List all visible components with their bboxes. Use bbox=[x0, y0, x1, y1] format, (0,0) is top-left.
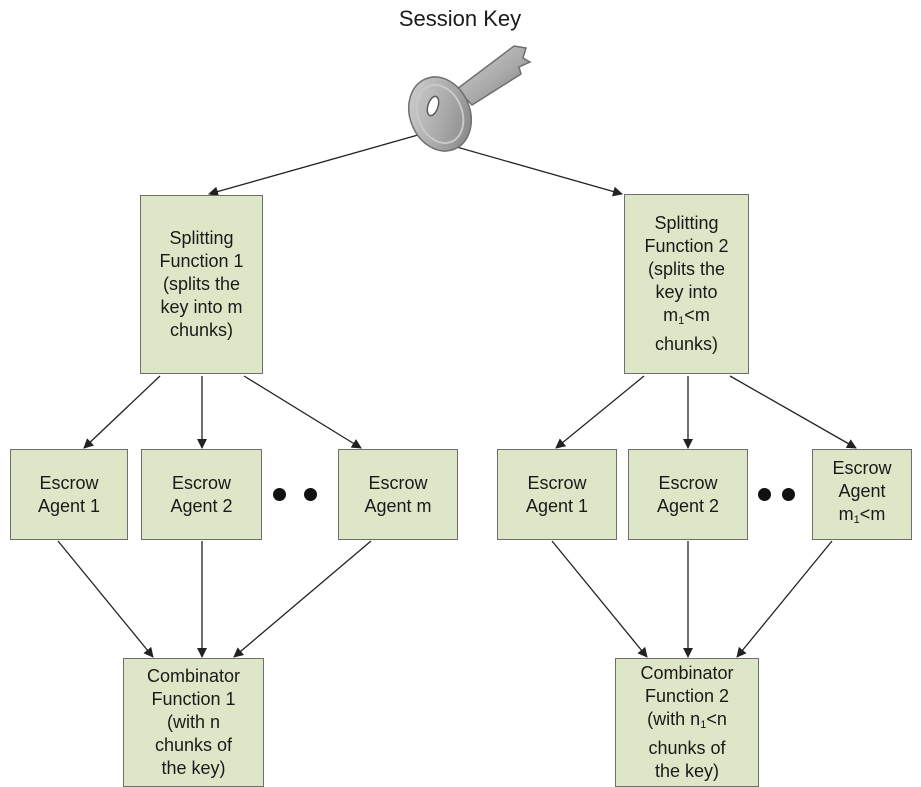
split1-to-agent1-arrow bbox=[83, 375, 161, 449]
ellipsis-dot bbox=[758, 488, 771, 501]
split1-to-agentm-arrow bbox=[243, 375, 362, 449]
ellipsis-dot bbox=[273, 488, 286, 501]
key-to-splitting-2-arrow bbox=[431, 139, 623, 197]
ellipsis-dot bbox=[782, 488, 795, 501]
agent1-to-combinator1-arrow bbox=[57, 540, 154, 658]
split2-to-agent1-arrow bbox=[555, 375, 645, 449]
combinator-function-1: Combinator Function 1 (with n chunks of … bbox=[123, 658, 264, 787]
escrow-agent-2-branch-1: Escrow Agent 2 bbox=[141, 449, 262, 540]
diagram-title: Session Key bbox=[398, 6, 522, 31]
agentm-to-combinator1-arrow bbox=[233, 540, 372, 658]
escrow-agent-2-branch-2: Escrow Agent 2 bbox=[628, 449, 748, 540]
escrow-agent-1-branch-2: Escrow Agent 1 bbox=[497, 449, 617, 540]
escrow-agent-m1-branch-2: Escrow Agent m1<m bbox=[812, 449, 912, 540]
key-icon bbox=[402, 34, 544, 156]
split2-to-agentm1-arrow bbox=[729, 375, 857, 449]
escrow-agent-1-branch-1: Escrow Agent 1 bbox=[10, 449, 128, 540]
subscript-label: m1<m bbox=[663, 305, 710, 327]
subscript-label: m1<m bbox=[838, 504, 886, 526]
key-to-splitting-1-arrow bbox=[208, 134, 419, 197]
ellipsis-dot bbox=[304, 488, 317, 501]
splitting-function-2: Splitting Function 2 (splits the key int… bbox=[624, 194, 749, 374]
splitting-function-1: Splitting Function 1 (splits the key int… bbox=[140, 195, 263, 374]
agentm1-to-combinator2-arrow bbox=[736, 540, 833, 658]
subscript-label: (with n1<n bbox=[647, 709, 727, 731]
combinator-function-2: Combinator Function 2 (with n1<n chunks … bbox=[615, 658, 759, 787]
agent1-to-combinator2-arrow bbox=[551, 540, 648, 658]
escrow-agent-m-branch-1: Escrow Agent m bbox=[338, 449, 458, 540]
